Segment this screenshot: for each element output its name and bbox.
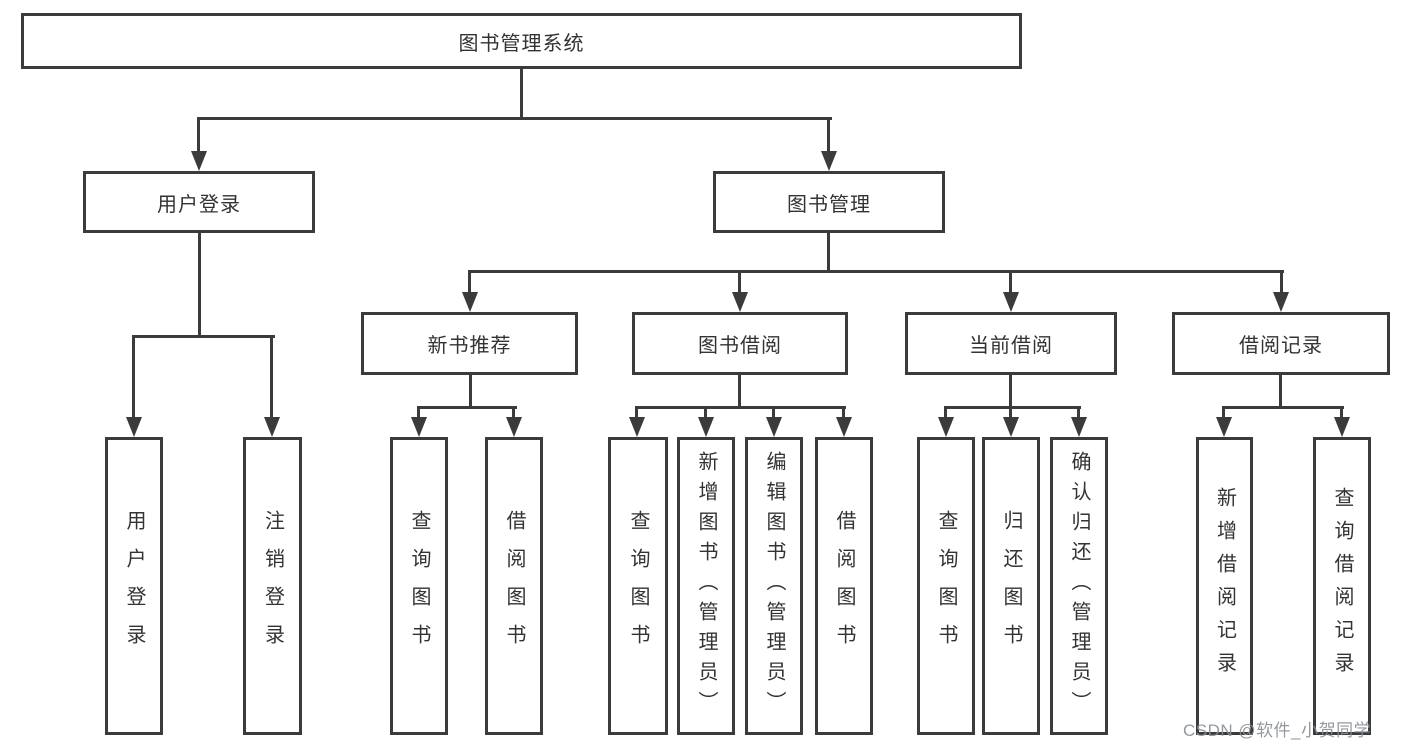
node-root: 图书管理系统 — [21, 13, 1022, 69]
arrow-down-icon — [126, 417, 142, 437]
leaf-logout: 注销登录 — [243, 437, 302, 735]
connector-line — [132, 335, 135, 419]
leaf-cb-confirm-return-admin-label: 确认归还（管理员） — [1068, 451, 1090, 721]
connector-line — [520, 69, 523, 120]
leaf-cb-return-book-label: 归还图书 — [1000, 510, 1022, 662]
leaf-br-query-record: 查询借阅记录 — [1313, 437, 1371, 735]
connector-line — [512, 406, 515, 420]
leaf-bb-query-book: 查询图书 — [608, 437, 668, 735]
node-current-borrow: 当前借阅 — [905, 312, 1117, 375]
leaf-bb-add-book-admin: 新增图书（管理员） — [677, 437, 735, 735]
connector-line — [738, 270, 741, 294]
leaf-logout-label: 注销登录 — [261, 510, 284, 662]
csdn-watermark: CSDN @软件_小贺同学 — [1183, 721, 1372, 740]
connector-line — [1009, 375, 1012, 408]
leaf-bb-borrow-book: 借阅图书 — [815, 437, 873, 735]
connector-line — [468, 270, 1284, 273]
node-user-login-label: 用户登录 — [157, 193, 241, 216]
node-user-login: 用户登录 — [83, 171, 315, 233]
node-book-management: 图书管理 — [713, 171, 945, 233]
node-book-borrow: 图书借阅 — [632, 312, 848, 375]
node-new-book-recommend: 新书推荐 — [361, 312, 578, 375]
leaf-nbr-query-book-label: 查询图书 — [408, 510, 430, 662]
connector-line — [944, 406, 947, 420]
arrow-down-icon — [938, 417, 954, 437]
connector-line — [468, 270, 471, 294]
arrow-down-icon — [732, 292, 748, 312]
connector-line — [635, 406, 846, 409]
connector-line — [704, 406, 707, 420]
leaf-bb-borrow-book-label: 借阅图书 — [833, 510, 855, 662]
arrow-down-icon — [1003, 417, 1019, 437]
node-root-label: 图书管理系统 — [458, 32, 585, 55]
connector-line — [827, 117, 830, 154]
leaf-user-login-label: 用户登录 — [123, 510, 145, 662]
arrow-down-icon — [766, 417, 782, 437]
arrow-down-icon — [264, 417, 280, 437]
leaf-br-add-record: 新增借阅记录 — [1196, 437, 1253, 735]
connector-line — [198, 117, 832, 120]
connector-line — [1280, 270, 1283, 294]
connector-line — [772, 406, 775, 420]
node-current-borrow-label: 当前借阅 — [969, 335, 1053, 357]
arrow-down-icon — [821, 151, 837, 171]
arrow-down-icon — [1334, 417, 1350, 437]
leaf-cb-confirm-return-admin: 确认归还（管理员） — [1050, 437, 1108, 735]
node-book-borrow-label: 图书借阅 — [698, 335, 782, 357]
arrow-down-icon — [462, 292, 478, 312]
node-borrow-records-label: 借阅记录 — [1239, 335, 1323, 357]
leaf-nbr-borrow-book: 借阅图书 — [485, 437, 543, 735]
connector-line — [197, 117, 200, 154]
arrow-down-icon — [698, 417, 714, 437]
connector-line — [417, 406, 420, 420]
connector-line — [270, 335, 273, 419]
leaf-bb-query-book-label: 查询图书 — [627, 510, 649, 662]
leaf-bb-add-book-admin-label: 新增图书（管理员） — [695, 451, 717, 721]
leaf-bb-edit-book-admin: 编辑图书（管理员） — [745, 437, 803, 735]
leaf-br-add-record-label: 新增借阅记录 — [1213, 487, 1236, 685]
connector-line — [1222, 406, 1344, 409]
node-new-book-recommend-label: 新书推荐 — [427, 335, 512, 357]
connector-line — [469, 375, 472, 408]
arrow-down-icon — [629, 417, 645, 437]
connector-line — [198, 233, 201, 337]
arrow-down-icon — [1071, 417, 1087, 437]
leaf-cb-return-book: 归还图书 — [982, 437, 1040, 735]
node-borrow-records: 借阅记录 — [1172, 312, 1390, 375]
connector-line — [133, 335, 275, 338]
connector-line — [827, 233, 830, 273]
connector-line — [1009, 270, 1012, 294]
connector-line — [1279, 375, 1282, 408]
arrow-down-icon — [506, 417, 522, 437]
connector-line — [842, 406, 845, 420]
arrow-down-icon — [1216, 417, 1232, 437]
leaf-nbr-borrow-book-label: 借阅图书 — [503, 510, 525, 662]
leaf-br-query-record-label: 查询借阅记录 — [1331, 487, 1353, 685]
leaf-cb-query-book: 查询图书 — [917, 437, 975, 735]
leaf-bb-edit-book-admin-label: 编辑图书（管理员） — [763, 451, 785, 721]
connector-line — [635, 406, 638, 420]
arrow-down-icon — [1273, 292, 1289, 312]
leaf-cb-query-book-label: 查询图书 — [935, 510, 957, 662]
arrow-down-icon — [1003, 292, 1019, 312]
connector-line — [1077, 406, 1080, 420]
connector-line — [417, 406, 517, 409]
connector-line — [944, 406, 1081, 409]
node-book-management-label: 图书管理 — [787, 193, 871, 216]
connector-line — [1222, 406, 1225, 420]
leaf-user-login: 用户登录 — [105, 437, 163, 735]
connector-line — [1340, 406, 1343, 420]
arrow-down-icon — [191, 151, 207, 171]
arrow-down-icon — [411, 417, 427, 437]
leaf-nbr-query-book: 查询图书 — [390, 437, 448, 735]
arrow-down-icon — [836, 417, 852, 437]
connector-line — [1009, 406, 1012, 420]
connector-line — [738, 375, 741, 408]
